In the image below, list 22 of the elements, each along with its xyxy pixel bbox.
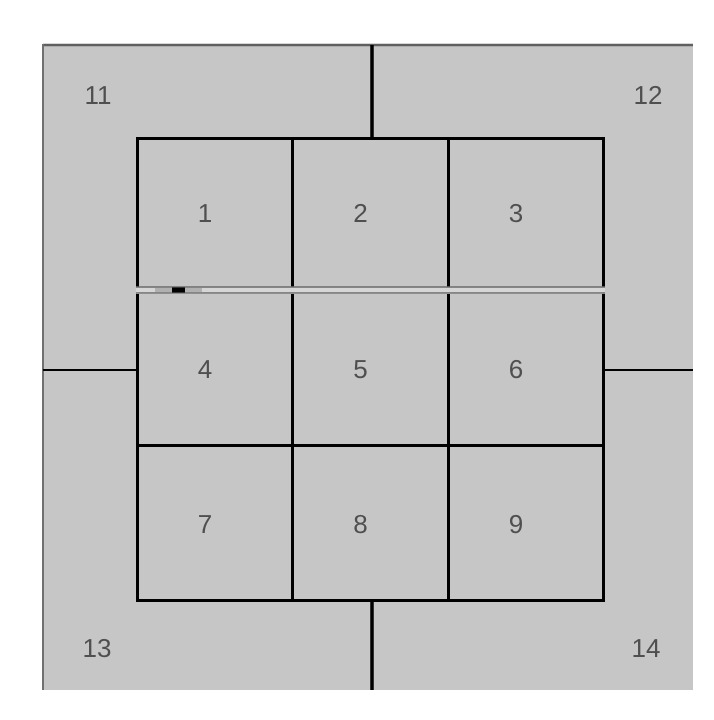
grid-cell	[136, 444, 294, 602]
grid-cell	[136, 294, 294, 447]
number-label: 4	[198, 356, 212, 382]
number-label: 6	[508, 356, 524, 382]
number-label: 2	[353, 200, 368, 226]
grid-cell	[291, 294, 450, 447]
number-label: 14	[632, 635, 660, 661]
grid-cell	[291, 444, 450, 602]
number-label: 12	[634, 82, 662, 108]
grid-cell	[136, 137, 294, 287]
number-label: 1	[198, 200, 212, 226]
number-label: 7	[198, 511, 212, 537]
grid-cell	[447, 137, 605, 287]
grid-cell	[447, 444, 605, 602]
number-label: 11	[84, 82, 112, 108]
grid-cell	[447, 294, 605, 447]
number-label: 9	[508, 511, 524, 537]
number-label: 5	[353, 356, 368, 382]
number-label: 3	[508, 200, 524, 226]
number-label: 13	[82, 635, 112, 661]
number-label: 8	[353, 511, 368, 537]
grid-cell	[291, 137, 450, 287]
